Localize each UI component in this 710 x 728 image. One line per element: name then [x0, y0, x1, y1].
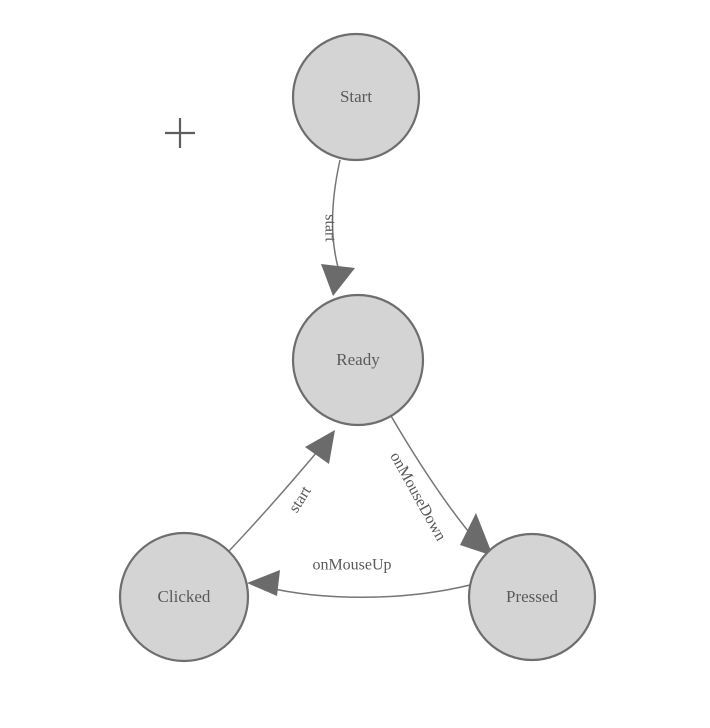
edge-path-clicked-to-ready — [228, 445, 323, 552]
node-circle-pressed[interactable] — [467, 532, 597, 662]
node-ready[interactable]: Ready — [291, 293, 425, 427]
node-label-start: Start — [340, 87, 372, 106]
edge-start-to-ready[interactable] — [321, 159, 355, 296]
edge-clicked-to-ready[interactable] — [228, 430, 335, 552]
arrowhead-ready-bottomleft — [305, 430, 335, 464]
node-circle-ready[interactable] — [291, 293, 425, 427]
node-label-ready: Ready — [336, 350, 380, 369]
plus-crosshair-icon — [165, 118, 195, 148]
edge-ready-to-pressed[interactable] — [390, 415, 493, 556]
node-start[interactable]: Start — [291, 32, 421, 162]
arrowhead-pressed-topleft — [460, 513, 493, 556]
arrowhead-ready-top — [321, 264, 355, 296]
node-label-clicked: Clicked — [158, 587, 211, 606]
node-circle-clicked[interactable] — [118, 531, 250, 663]
edge-path-pressed-to-clicked — [264, 584, 471, 598]
node-circle-start[interactable] — [291, 32, 421, 162]
arrowhead-clicked-right — [247, 570, 280, 596]
edge-label-pressed-to-clicked: onMouseUp — [312, 557, 391, 574]
edge-pressed-to-clicked[interactable] — [247, 570, 471, 598]
edge-label-start-to-ready: start — [321, 214, 338, 242]
node-clicked[interactable]: Clicked — [118, 531, 250, 663]
edge-label-ready-to-pressed: onMouseDown — [386, 449, 449, 544]
node-label-pressed: Pressed — [506, 587, 558, 606]
edge-label-clicked-to-ready: start — [286, 483, 315, 516]
node-pressed[interactable]: Pressed — [467, 532, 597, 662]
